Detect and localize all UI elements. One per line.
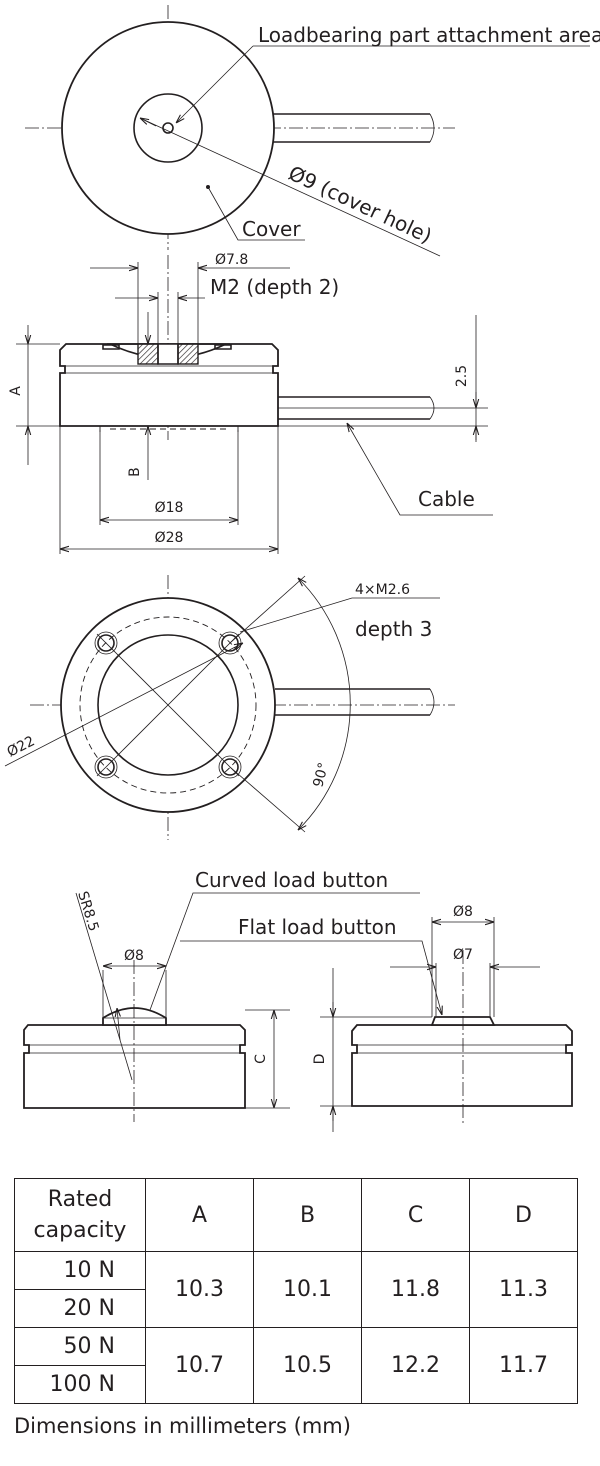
label-m2-depth: M2 (depth 2) bbox=[210, 275, 339, 299]
value-cell: 12.2 bbox=[361, 1327, 470, 1404]
label-curved-d8: Ø8 bbox=[124, 948, 144, 964]
label-sr8-5: SR8.5 bbox=[74, 889, 101, 933]
header-rated-capacity: Rated capacity bbox=[14, 1178, 146, 1252]
label-dim-d: D bbox=[312, 1054, 328, 1065]
label-cover-hole: Ø9 (cover hole) bbox=[285, 161, 436, 248]
label-cable: Cable bbox=[418, 487, 475, 511]
label-flat-load-button: Flat load button bbox=[238, 915, 397, 939]
header-col-b: B bbox=[253, 1178, 362, 1252]
value-cell: 10.5 bbox=[253, 1327, 362, 1404]
side-view bbox=[16, 255, 493, 554]
table-row: 50 N 10.7 10.5 12.2 11.7 bbox=[14, 1327, 578, 1404]
label-depth-3: depth 3 bbox=[355, 617, 432, 641]
load-button-views bbox=[23, 892, 573, 1132]
value-cell: 10.1 bbox=[253, 1251, 362, 1328]
header-col-a: A bbox=[145, 1178, 254, 1252]
value-cell: 11.7 bbox=[469, 1327, 578, 1404]
label-d28: Ø28 bbox=[155, 530, 184, 546]
capacity-cell: 20 N bbox=[14, 1289, 146, 1328]
units-note: Dimensions in millimeters (mm) bbox=[14, 1414, 351, 1438]
technical-drawing: Loadbearing part attachment area Ø9 (cov… bbox=[4, 5, 600, 1132]
label-loadbearing-area: Loadbearing part attachment area bbox=[258, 23, 600, 47]
capacity-cell: 50 N bbox=[14, 1327, 146, 1366]
table-row: 10 N 10.3 10.1 11.8 11.3 bbox=[14, 1251, 578, 1328]
capacity-cell: 100 N bbox=[14, 1365, 146, 1404]
label-cover: Cover bbox=[242, 217, 301, 241]
header-rated-line1: Rated bbox=[47, 1187, 113, 1212]
label-curved-load-button: Curved load button bbox=[195, 868, 388, 892]
label-flat-d7: Ø7 bbox=[453, 947, 473, 963]
label-d22: Ø22 bbox=[5, 733, 38, 760]
label-4-m2-6: 4×M2.6 bbox=[355, 582, 410, 598]
label-d18: Ø18 bbox=[155, 500, 184, 516]
dimension-table: Rated capacity A B C D 10 N 10.3 10.1 11.… bbox=[14, 1178, 578, 1404]
value-cell: 11.8 bbox=[361, 1251, 470, 1328]
top-view bbox=[25, 5, 590, 257]
label-flat-d8: Ø8 bbox=[453, 904, 473, 920]
table-row: 20 N bbox=[14, 1289, 578, 1328]
header-col-c: C bbox=[361, 1178, 470, 1252]
header-col-d: D bbox=[469, 1178, 578, 1252]
value-cell: 10.3 bbox=[145, 1251, 254, 1328]
header-rated-line2: capacity bbox=[33, 1218, 127, 1243]
label-dim-c: C bbox=[253, 1054, 269, 1064]
bottom-view bbox=[4, 575, 455, 840]
capacity-cell: 10 N bbox=[14, 1251, 146, 1290]
label-dim-2-5: 2.5 bbox=[454, 365, 470, 387]
label-dim-b: B bbox=[127, 467, 143, 477]
table-row: 100 N bbox=[14, 1365, 578, 1404]
value-cell: 11.3 bbox=[469, 1251, 578, 1328]
label-dim-a: A bbox=[8, 386, 24, 396]
table-header-row: Rated capacity A B C D bbox=[14, 1178, 578, 1252]
value-cell: 10.7 bbox=[145, 1327, 254, 1404]
label-d7-8: Ø7.8 bbox=[215, 252, 248, 268]
label-90-deg: 90° bbox=[310, 761, 332, 789]
